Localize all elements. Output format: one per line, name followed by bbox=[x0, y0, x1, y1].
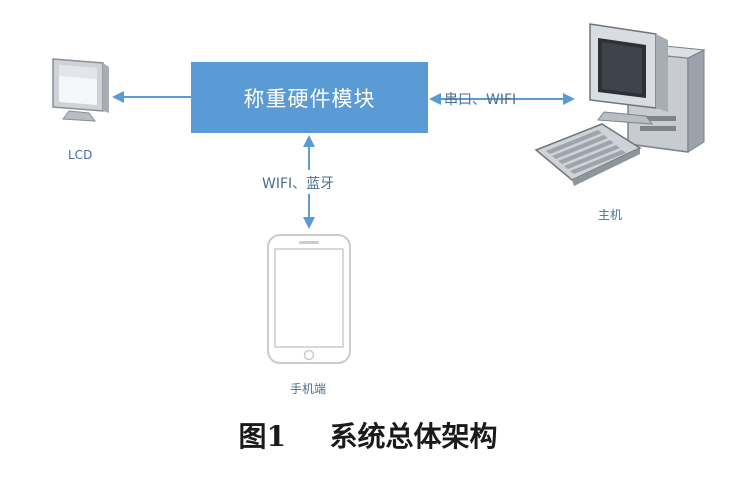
desktop-computer-icon bbox=[534, 23, 706, 186]
arrowhead-module-up bbox=[303, 135, 315, 147]
host-label: 主机 bbox=[598, 208, 623, 222]
module-label: 称重硬件模块 bbox=[243, 86, 376, 111]
arrowhead-module-left bbox=[429, 93, 441, 105]
caption-number: 图1 bbox=[238, 420, 286, 453]
weighing-hardware-module: 称重硬件模块 bbox=[191, 62, 428, 133]
lcd-label: LCD bbox=[68, 148, 93, 162]
smartphone-icon bbox=[267, 234, 351, 364]
arrowhead-host-right bbox=[563, 93, 575, 105]
keyboard bbox=[534, 123, 642, 186]
tower-side bbox=[687, 49, 705, 153]
crt-side bbox=[656, 34, 668, 112]
caption-text: 系统总体架构 bbox=[329, 420, 498, 453]
phone-label: 手机端 bbox=[290, 382, 327, 396]
monitor-icon bbox=[52, 58, 109, 122]
figure-caption: 图1 系统总体架构 bbox=[0, 415, 736, 455]
phone-link-label: WIFI、蓝牙 bbox=[262, 176, 335, 192]
host-link-label: 串口、WIFI bbox=[444, 92, 517, 108]
arrowhead-phone-down bbox=[303, 217, 315, 229]
arrowhead-lcd bbox=[112, 91, 124, 103]
